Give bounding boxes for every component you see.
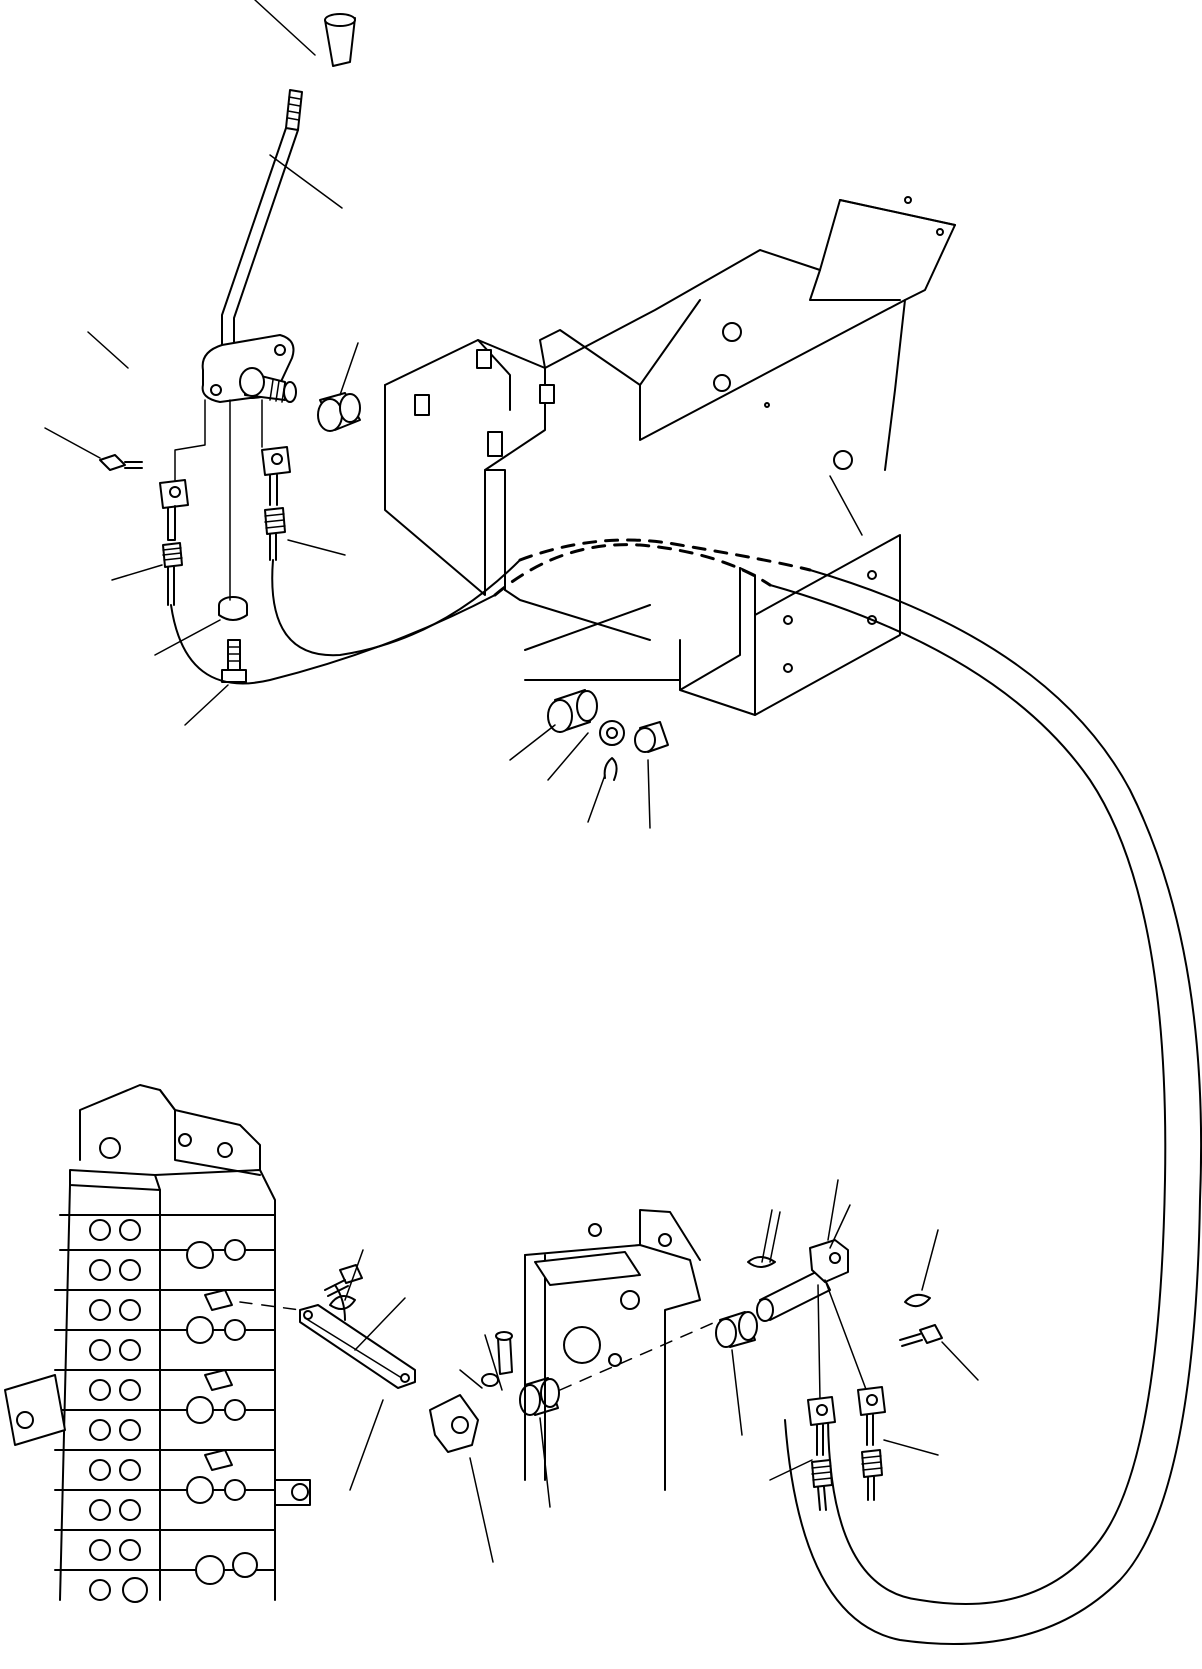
leader-lines (44, 0, 979, 1563)
bushing-washer-nut (547, 689, 669, 781)
lower-linkage (239, 1209, 721, 1491)
lower-shaft-assembly (715, 1239, 943, 1401)
cable-end-lower-left (807, 1396, 836, 1511)
lever-assembly (201, 13, 361, 432)
nut-bolt (218, 399, 248, 683)
mount-bracket (524, 534, 901, 716)
cables (170, 538, 1202, 1645)
cable-end-lower-right (857, 1386, 886, 1501)
console-bracket (384, 196, 956, 641)
control-valve (4, 1084, 311, 1603)
cable-end-upper-right (261, 446, 291, 561)
cable-end-upper-left (99, 454, 189, 606)
assembly-tie-lines (174, 399, 263, 481)
